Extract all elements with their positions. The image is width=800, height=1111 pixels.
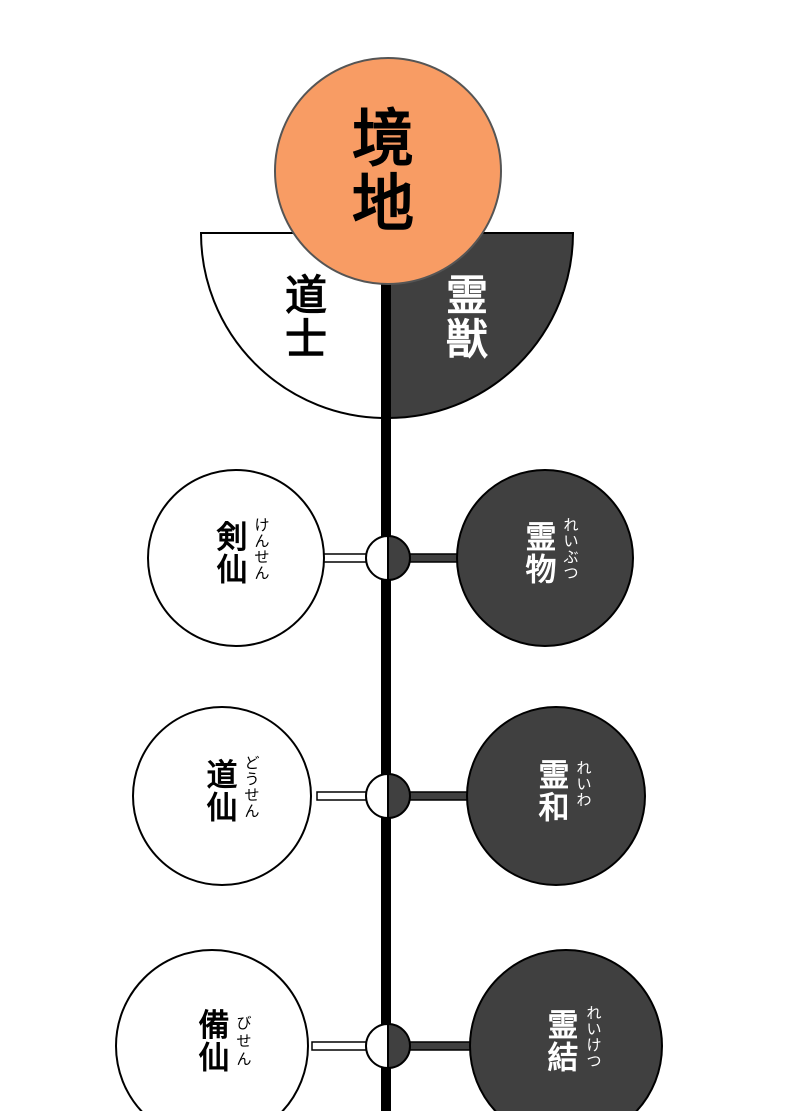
level-2-right-label: 霊和 <box>539 758 570 827</box>
level-2-left-circle <box>132 706 312 886</box>
level-2-right-ruby: れいわ <box>576 759 591 809</box>
level-3-junction-node <box>365 1022 411 1070</box>
level-1-right-ruby: れいぶつ <box>563 516 578 582</box>
level-3-right-circle <box>469 949 663 1111</box>
branch-right-halfdisc <box>385 232 575 420</box>
level-2-left-ruby: どうせん <box>244 754 259 820</box>
level-1-left-connector <box>320 553 370 563</box>
branch-left-halfdisc <box>199 232 387 420</box>
level-2-left-label: 道仙 <box>207 758 238 827</box>
level-3-right-ruby: れいけつ <box>586 1004 601 1070</box>
branch-right-label: 霊獣 <box>446 271 488 364</box>
level-3-left-circle <box>115 949 309 1111</box>
level-1-right-label: 霊物 <box>526 520 557 589</box>
level-2-right-circle <box>466 706 646 886</box>
level-1-left-label: 剣仙 <box>216 520 248 589</box>
level-1-junction-node <box>365 534 411 582</box>
level-3-left-connector <box>311 1041 370 1051</box>
root-label: 境地 <box>352 102 414 240</box>
level-1-left-ruby: けんせん <box>254 516 269 582</box>
level-2-left-connector <box>316 791 370 801</box>
level-1-right-circle <box>456 469 634 647</box>
level-3-left-label: 備仙 <box>199 1008 230 1077</box>
level-1-left-circle <box>147 469 325 647</box>
level-1-right-connector <box>403 553 461 563</box>
level-3-right-connector <box>403 1041 477 1051</box>
main-spine <box>381 233 391 1111</box>
level-3-right-label: 霊結 <box>548 1008 579 1077</box>
level-3-left-ruby: びせん <box>236 1014 251 1068</box>
root-circle <box>274 57 502 285</box>
level-2-right-connector <box>403 791 469 801</box>
level-2-junction-node <box>365 772 411 820</box>
branch-left-label: 道士 <box>285 271 327 364</box>
